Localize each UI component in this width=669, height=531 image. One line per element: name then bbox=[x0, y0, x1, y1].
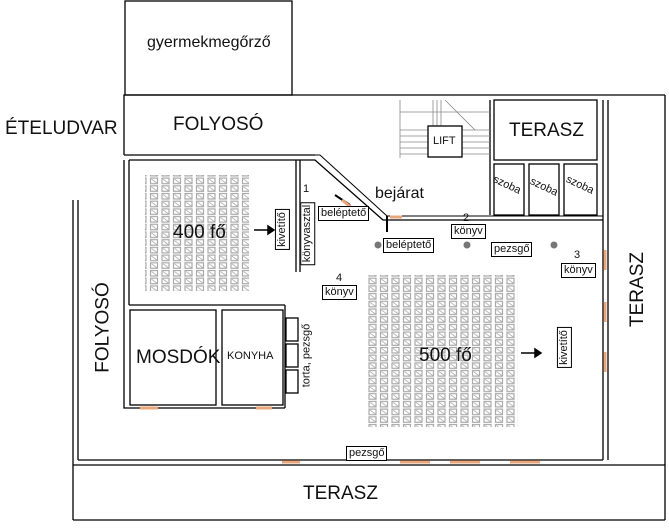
book-station-2: könyv bbox=[451, 224, 486, 239]
corridor-top-label: FOLYOSÓ bbox=[173, 114, 264, 135]
projector-500: kivetítő bbox=[556, 327, 572, 368]
chairs-400 bbox=[145, 175, 249, 291]
hall-400-capacity: 400 fő bbox=[173, 222, 226, 243]
terrace-top-label: TERASZ bbox=[509, 120, 584, 141]
restrooms-label: MOSDÓK bbox=[136, 347, 221, 368]
terrace-bottom-label: TERASZ bbox=[303, 483, 378, 504]
terrace-right-label: TERASZ bbox=[626, 252, 648, 327]
hall-500-capacity: 500 fő bbox=[419, 345, 472, 366]
station-number-2: 2 bbox=[463, 212, 470, 224]
book-station-4: könyv bbox=[322, 285, 357, 300]
book-station-3: könyv bbox=[561, 263, 596, 278]
station-number-1: 1 bbox=[303, 183, 310, 195]
arrows bbox=[254, 224, 543, 359]
lift-label: LIFT bbox=[433, 135, 456, 147]
station-number-4: 4 bbox=[336, 272, 343, 284]
entrance-label: bejárat bbox=[375, 185, 424, 202]
chairs-500 bbox=[368, 275, 518, 427]
gate-1: beléptető bbox=[318, 206, 370, 221]
terrace-top-room bbox=[493, 99, 598, 161]
projector-400: kivetítő bbox=[274, 209, 290, 250]
station-number-3: 3 bbox=[574, 249, 581, 261]
pillars bbox=[374, 241, 558, 249]
corridor-left-label: FOLYOSÓ bbox=[92, 282, 114, 373]
gate-2: beléptető bbox=[383, 238, 435, 253]
book-table: könyvasztal bbox=[300, 201, 316, 266]
food-court-label: ÉTELUDVAR bbox=[5, 118, 118, 139]
doors bbox=[140, 198, 607, 464]
childcare-label: gyermekmegőrző bbox=[147, 34, 271, 51]
cake-label: torta, pezsgő bbox=[300, 323, 313, 388]
champagne-station-2: pezsgő bbox=[346, 446, 388, 461]
kitchen-label: KONYHA bbox=[227, 350, 274, 362]
lift-box bbox=[427, 125, 463, 158]
champagne-station-1: pezsgő bbox=[491, 242, 533, 257]
